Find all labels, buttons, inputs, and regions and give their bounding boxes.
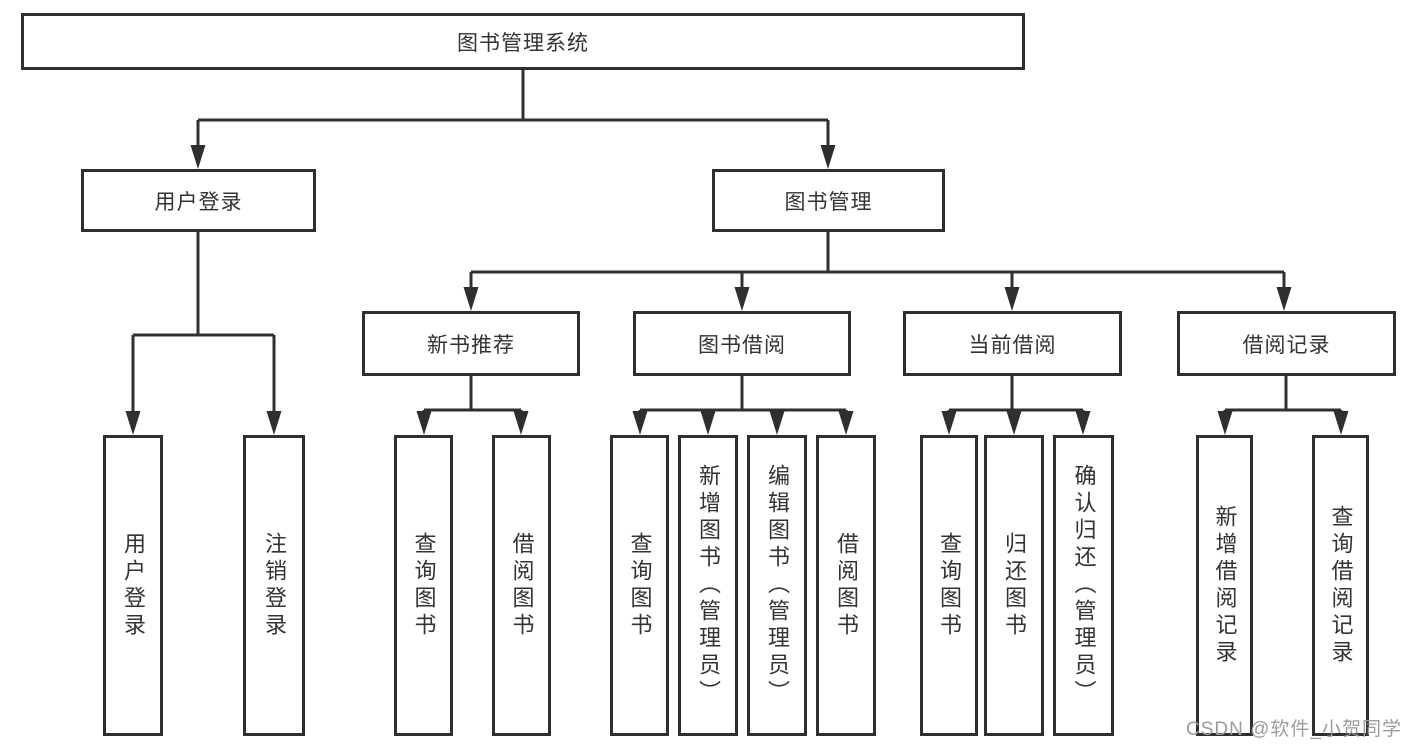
- arrowheads: [125, 145, 1349, 435]
- leaf-user-login: 用户登录: [103, 435, 163, 736]
- node-user-login: 用户登录: [81, 169, 316, 232]
- node-borrow-record: 借阅记录: [1177, 311, 1396, 376]
- leaf-query-book-borrow: 查询图书: [610, 435, 669, 736]
- leaf-return-book: 归还图书: [984, 435, 1044, 736]
- node-book-management: 图书管理: [712, 169, 945, 232]
- csdn-watermark: CSDN @软件_小贺同学: [1186, 719, 1402, 740]
- leaf-edit-book-admin: 编辑图书（管理员）: [747, 435, 807, 736]
- leaf-confirm-return-admin: 确认归还（管理员）: [1053, 435, 1114, 736]
- leaf-logout: 注销登录: [243, 435, 305, 736]
- leaf-query-book-current: 查询图书: [920, 435, 978, 736]
- leaf-add-book-admin: 新增图书（管理员）: [678, 435, 738, 736]
- node-book-borrow: 图书借阅: [633, 311, 851, 376]
- node-system-root: 图书管理系统: [21, 13, 1025, 70]
- leaf-borrow-book-recommend: 借阅图书: [492, 435, 551, 736]
- leaf-query-borrow-record: 查询借阅记录: [1312, 435, 1369, 736]
- node-new-book-recommend: 新书推荐: [362, 311, 580, 376]
- leaf-borrow-book: 借阅图书: [816, 435, 876, 736]
- leaf-query-book-recommend: 查询图书: [394, 435, 453, 736]
- leaf-add-borrow-record: 新增借阅记录: [1196, 435, 1253, 736]
- node-current-borrow: 当前借阅: [903, 311, 1122, 376]
